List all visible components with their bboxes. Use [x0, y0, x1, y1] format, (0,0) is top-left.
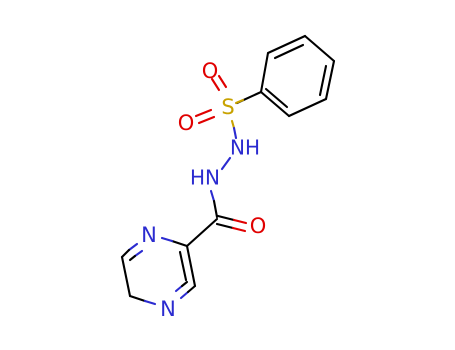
bond-n4-c3-inner-blue [174, 284, 184, 293]
bond-c2-n1-black [170, 239, 189, 248]
bond-c2-n1-blue [160, 236, 174, 243]
bond-s-o-left-a [194, 108, 213, 118]
bond-n1-c6-inner-blue [133, 249, 144, 258]
bond-phenyl-4 [324, 59, 336, 101]
bond-phenyl-2 [266, 34, 307, 55]
sulfur-atom-label: S [221, 95, 234, 119]
bond-s-o-left-b [197, 115, 216, 125]
bond-n1-c6-inner-black [128, 254, 137, 262]
bond-c3-c2 [185, 244, 197, 288]
bond-c-ring [185, 217, 219, 248]
bond-s-nh-yellow [230, 119, 236, 130]
hn-lower-label: HN [190, 166, 220, 190]
bond-c5-n4-blue [143, 299, 157, 306]
bond-n4-c3-blue [179, 290, 190, 300]
oxygen-top-label: O [202, 59, 219, 83]
bond-n1-c6-blue [127, 242, 139, 252]
bond-n1-c6-black [120, 248, 131, 259]
oxygen-carbonyl-label: O [250, 214, 267, 238]
bond-co-a-red [232, 218, 248, 225]
bond-phenyl-inner-2 [318, 64, 328, 97]
bond-s-phenyl-yellow [234, 98, 245, 105]
bond-hn-c-black [212, 199, 219, 219]
bond-s-o-top-a [210, 77, 221, 92]
bond-phenyl-inner-1 [273, 43, 305, 60]
bond-phenyl-inner-3 [264, 87, 289, 109]
oxygen-left-label: O [178, 111, 195, 135]
phenyl-ring [259, 34, 336, 118]
nitrogen-ring-1-label: N [141, 223, 157, 247]
bond-n4-c3-inner-black [180, 280, 189, 288]
bond-s-o-top-b [217, 74, 228, 89]
bond-co-a-black [216, 214, 236, 222]
pyrazine-ring [120, 236, 197, 306]
bond-phenyl-3 [303, 34, 336, 63]
bond-c5-n4-black [128, 294, 147, 303]
bond-s-nh-blue [232, 126, 238, 140]
bond-n4-c3-black [186, 284, 197, 294]
bond-phenyl-6 [259, 90, 291, 118]
nh-upper-label: NH [230, 136, 260, 160]
nitrogen-ring-4-label: N [160, 297, 176, 321]
bond-co-b-red [231, 226, 247, 233]
bond-phenyl-1 [259, 51, 270, 94]
bond-co-b-black [215, 222, 235, 230]
bond-c6-c5 [120, 255, 132, 298]
bond-hn-c-blue [209, 189, 216, 203]
bond-c3-c2-inner [178, 250, 188, 282]
bond-phenyl-5 [287, 97, 328, 118]
bond-nh-hn [220, 156, 232, 171]
